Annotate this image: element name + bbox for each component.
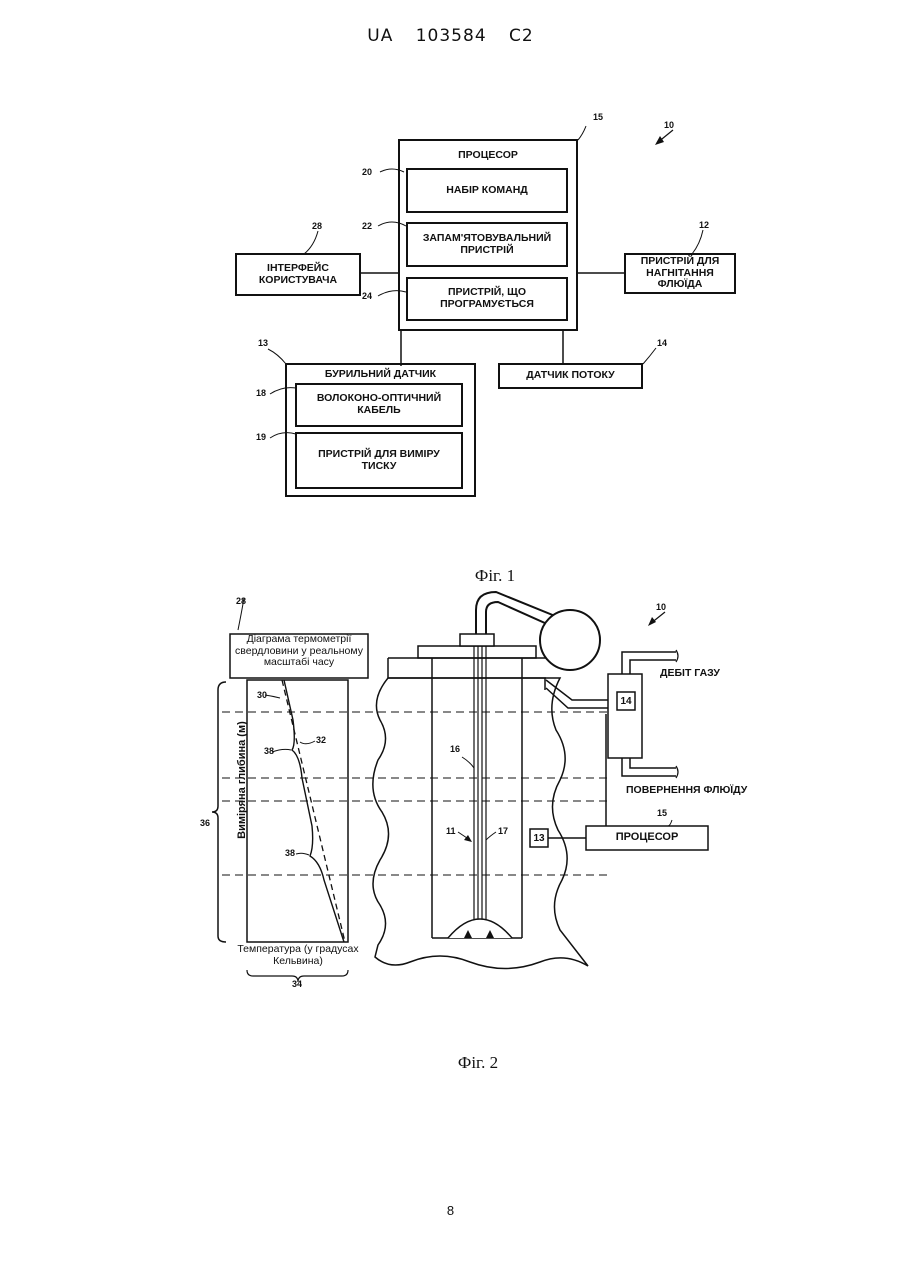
chart-title: Діаграма термометрії свердловини у реаль… xyxy=(231,634,367,669)
fig2-caption: Фіг. 2 xyxy=(418,1053,538,1073)
wellhead-flange xyxy=(460,634,494,646)
drill-sensor-ref-13: 13 xyxy=(530,833,548,844)
wellhead-plate xyxy=(418,646,536,658)
ref-30: 30 xyxy=(257,690,267,700)
chart-plot-area xyxy=(247,680,348,942)
ref-16: 16 xyxy=(450,744,460,754)
ref-36: 36 xyxy=(200,818,210,828)
ref-17: 17 xyxy=(498,826,508,836)
processor-label-fig2: ПРОЦЕСОР xyxy=(586,831,708,843)
ref-38-upper: 38 xyxy=(264,746,274,756)
depth-brace xyxy=(212,682,226,942)
cable-reel xyxy=(540,610,600,670)
system-ref-fig2: 10 xyxy=(656,602,666,612)
ref-34: 34 xyxy=(292,979,302,989)
depth-axis-label: Виміряна глибина (м) xyxy=(236,695,248,865)
ref-38-lower: 38 xyxy=(285,848,295,858)
processor-ref-fig2: 15 xyxy=(657,808,667,818)
gas-rate-label: ДЕБІТ ГАЗУ xyxy=(660,667,740,679)
ref-11: 11 xyxy=(446,826,456,836)
page-number: 8 xyxy=(0,1203,901,1218)
fluid-return-label: ПОВЕРНЕННЯ ФЛЮЇДУ xyxy=(626,784,756,796)
chart-title-ref: 28 xyxy=(236,596,246,606)
flow-sensor-ref-14: 14 xyxy=(617,696,635,707)
flow-sensor-housing xyxy=(608,674,642,758)
temperature-axis-label: Температура (у градусах Кельвина) xyxy=(232,944,364,967)
ref-32: 32 xyxy=(316,735,326,745)
